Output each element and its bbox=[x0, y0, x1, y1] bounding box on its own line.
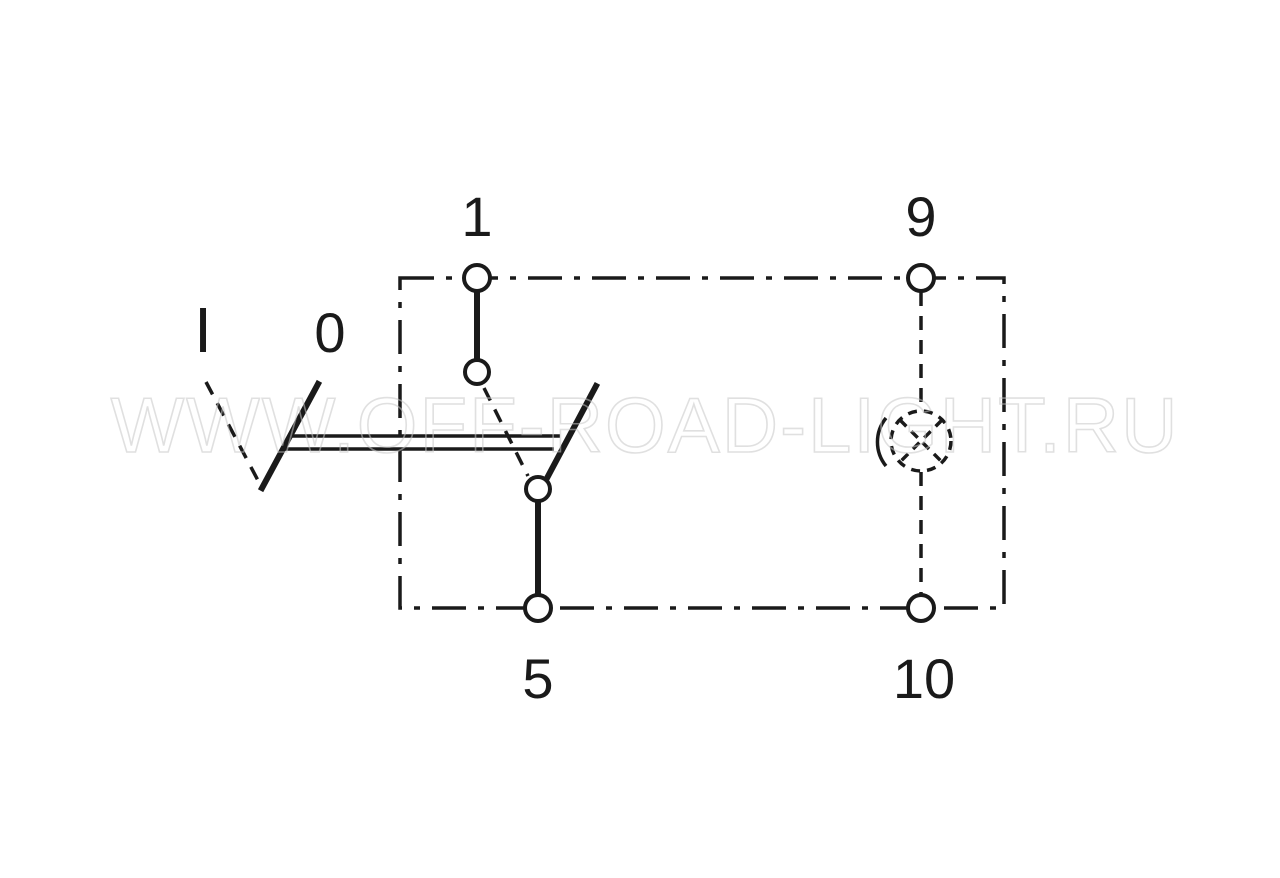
terminal-10 bbox=[906, 593, 936, 623]
contact-1-inner-terminal bbox=[463, 358, 491, 386]
switch-housing-outline bbox=[398, 276, 1006, 610]
terminal-9 bbox=[906, 263, 936, 293]
terminal-1-label: 1 bbox=[461, 185, 492, 248]
terminal-10-label: 10 bbox=[893, 647, 955, 710]
terminal-1 bbox=[462, 263, 492, 293]
rocker-lever bbox=[257, 379, 323, 493]
position-off-label: 0 bbox=[314, 301, 345, 364]
terminal-9-label: 9 bbox=[905, 185, 936, 248]
moving-contact-blade bbox=[541, 381, 601, 485]
terminal-5-label: 5 bbox=[522, 647, 553, 710]
terminal-5 bbox=[523, 593, 553, 623]
contact-5-pivot-terminal bbox=[524, 475, 552, 503]
watermark-text: WWW.OFF-ROAD-LIGHT.RU bbox=[111, 381, 1180, 469]
rocker-position-on-dashed bbox=[204, 381, 264, 489]
contact-travel-dashed bbox=[482, 387, 530, 477]
position-on-label: I bbox=[194, 294, 212, 366]
indicator-lamp-icon bbox=[875, 409, 953, 473]
